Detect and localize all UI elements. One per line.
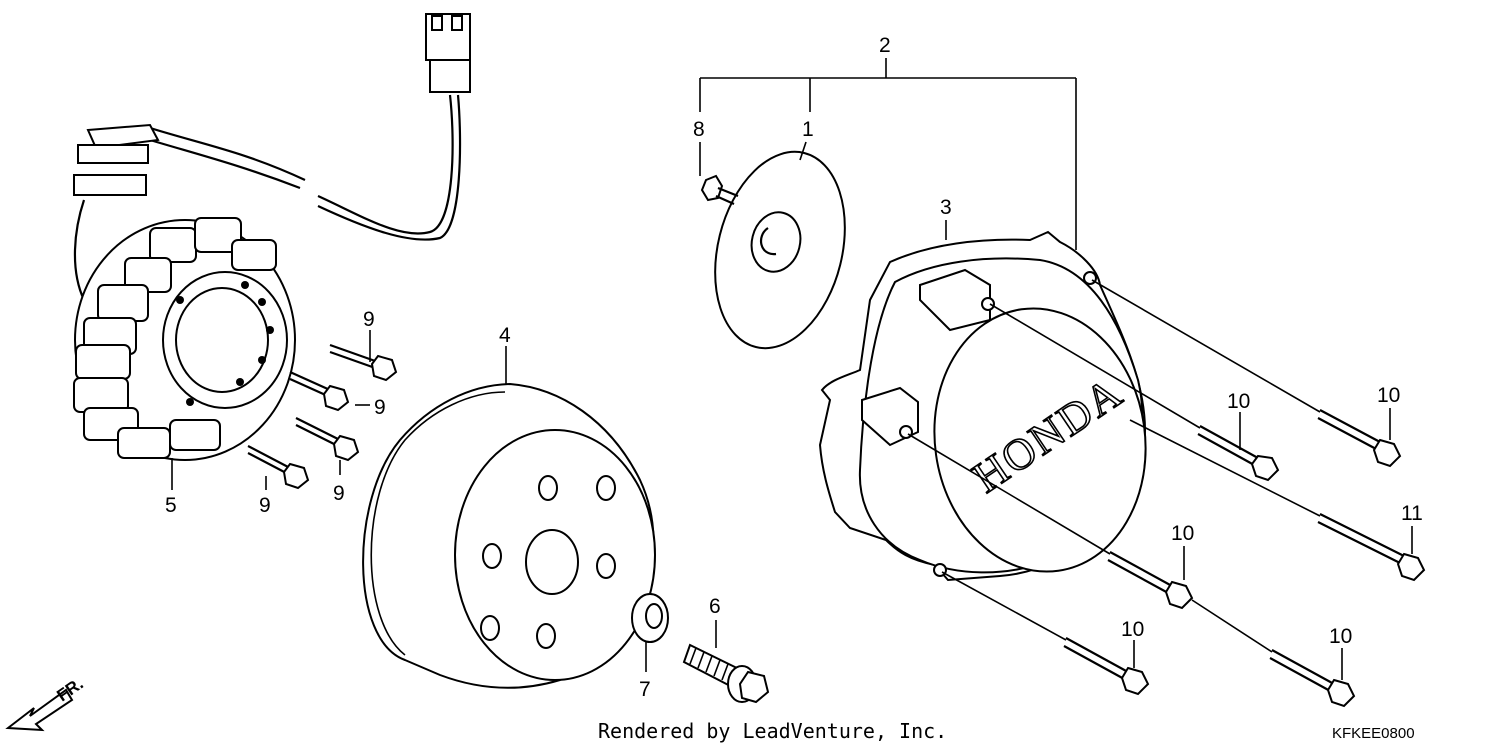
- front-arrow-icon: [5, 688, 74, 732]
- render-credit: Rendered by LeadVenture, Inc.: [598, 719, 947, 743]
- cover-bolt-1[interactable]: [989, 303, 1280, 482]
- callout-9-top: 9: [363, 308, 375, 331]
- cover-bolt-4[interactable]: [941, 571, 1150, 696]
- callout-7: 7: [639, 678, 651, 701]
- callout-10-c: 10: [1171, 522, 1194, 545]
- stator-assembly[interactable]: [73, 13, 471, 461]
- stator-bolt-4[interactable]: [247, 445, 310, 490]
- callout-4: 4: [499, 324, 511, 347]
- cover-plate[interactable]: [696, 138, 865, 362]
- front-direction-marker: FR.: [5, 674, 87, 732]
- flywheel-flange-bolt[interactable]: [682, 643, 770, 704]
- cover-bolt-2[interactable]: [1091, 279, 1402, 468]
- flywheel-rotor[interactable]: [362, 382, 656, 689]
- cover-bolt-5[interactable]: [1191, 599, 1356, 708]
- callout-9-right: 9: [333, 482, 345, 505]
- leader-lines: [171, 58, 1413, 680]
- cover-bolt-3[interactable]: [907, 433, 1194, 610]
- callout-9-left: 9: [259, 494, 271, 517]
- callout-10-b: 10: [1377, 384, 1400, 407]
- callout-11: 11: [1401, 502, 1423, 525]
- callout-8: 8: [693, 118, 705, 141]
- callout-10-a: 10: [1227, 390, 1250, 413]
- cover-plate-bolt[interactable]: [700, 174, 739, 206]
- callout-1: 1: [802, 118, 814, 141]
- cover-bolt-long[interactable]: [1129, 419, 1426, 582]
- stator-bolt-3[interactable]: [295, 417, 360, 462]
- callout-5: 5: [165, 494, 177, 517]
- stator-bolt-2[interactable]: [289, 370, 350, 412]
- diagram-code: KFKEE0800: [1332, 725, 1415, 742]
- callout-9-mid: 9: [374, 396, 386, 419]
- callout-labels: 2 8 1 3 9 4 9 9 9 5 6 7 10 10 11 10 10 1…: [165, 34, 1423, 701]
- washer[interactable]: [631, 593, 669, 643]
- callout-3: 3: [940, 196, 952, 219]
- callout-10-d: 10: [1121, 618, 1144, 641]
- callout-2: 2: [879, 34, 891, 57]
- callout-6: 6: [709, 595, 721, 618]
- crankcase-cover[interactable]: HONDA: [818, 230, 1162, 585]
- stator-bolt-1[interactable]: [329, 343, 398, 382]
- callout-10-e: 10: [1329, 625, 1352, 648]
